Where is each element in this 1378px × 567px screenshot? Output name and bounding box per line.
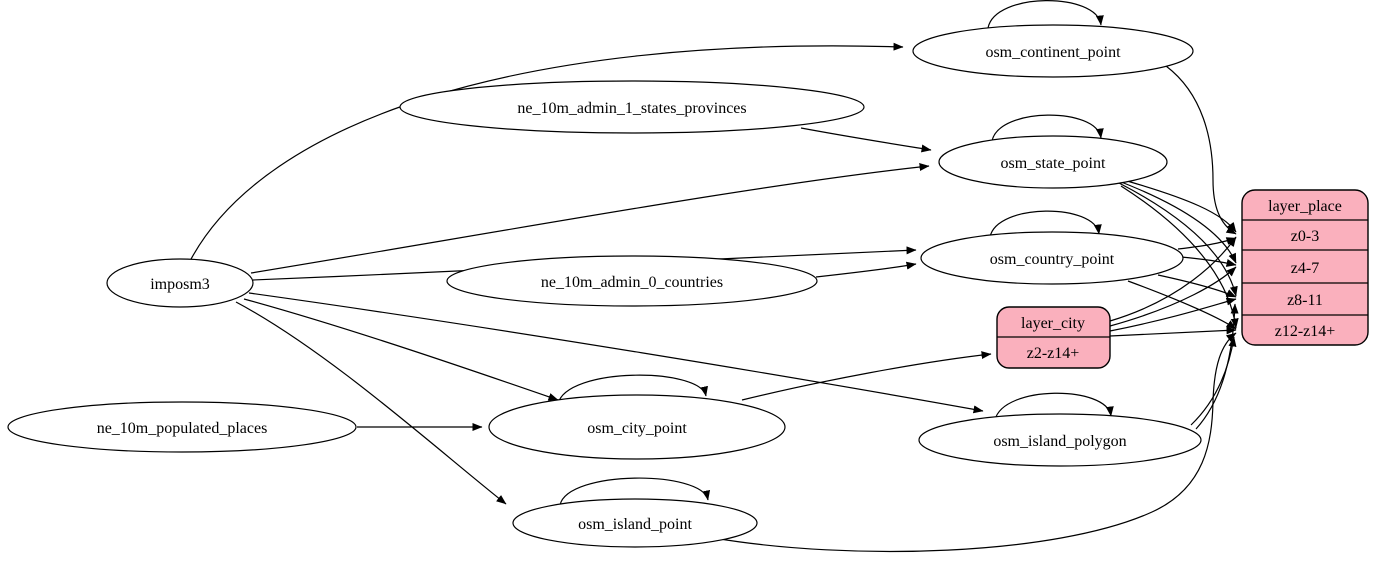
node-osm-island-polygon: osm_island_polygon	[918, 413, 1202, 467]
node-osm-continent-point: osm_continent_point	[912, 24, 1194, 78]
layer-city-row-z2-z14: z2-z14+	[1027, 345, 1080, 362]
edge-imposm3-island-point	[235, 301, 507, 505]
node-ne0-label: ne_10m_admin_0_countries	[541, 274, 723, 291]
edge-state-z8	[1118, 182, 1238, 297]
edge-country-z8	[1157, 274, 1237, 298]
edge-country-z4	[1180, 256, 1237, 267]
edge-imposm3-continent	[189, 42, 904, 262]
node-imposm3-label: imposm3	[150, 276, 210, 293]
node-osm-state-point: osm_state_point	[938, 135, 1168, 189]
layer-city-title: layer_city	[1021, 315, 1085, 332]
edge-imposm3-island-polygon	[248, 292, 984, 414]
layer-place-row-z4-7: z4-7	[1291, 260, 1319, 277]
edge-layercity-z8	[1109, 297, 1237, 332]
edge-imposm3-state	[250, 163, 930, 274]
node-ne-10m-admin-0-countries: ne_10m_admin_0_countries	[446, 255, 818, 307]
edge-state-z12	[1120, 185, 1239, 329]
node-osm-city-point: osm_city_point	[488, 394, 786, 460]
edge-ne0-country	[815, 261, 917, 278]
node-osm-country-point: osm_country_point	[920, 231, 1184, 285]
node-ne-10m-populated-places: ne_10m_populated_places	[7, 401, 357, 453]
edge-layercity-z12	[1109, 326, 1237, 337]
edge-country-z12	[1127, 280, 1237, 330]
node-island-point-label: osm_island_point	[578, 516, 692, 533]
node-ne1-label: ne_10m_admin_1_states_provinces	[517, 100, 746, 117]
node-state-label: osm_state_point	[1001, 155, 1106, 172]
node-country-label: osm_country_point	[990, 251, 1115, 268]
layer-place-row-z8-11: z8-11	[1287, 292, 1323, 309]
edge-continent-z0	[1165, 65, 1237, 235]
node-osm-island-point: osm_island_point	[512, 498, 758, 548]
node-nepop-label: ne_10m_populated_places	[97, 420, 268, 437]
edge-ne1-state	[800, 127, 932, 153]
selfloop-island-point	[559, 477, 711, 506]
node-island-polygon-label: osm_island_polygon	[993, 433, 1126, 450]
selfloop-country	[989, 210, 1102, 238]
node-continent-label: osm_continent_point	[985, 44, 1121, 61]
node-layer-place: layer_place z0-3 z4-7 z8-11 z12-z14+	[1241, 189, 1369, 346]
edge-imposm3-city	[243, 298, 559, 401]
selfloop-city	[557, 374, 708, 405]
node-ne-10m-admin-1-states-provinces: ne_10m_admin_1_states_provinces	[399, 80, 865, 134]
edge-layer	[189, 0, 1239, 553]
selfloop-island-polygon	[994, 392, 1114, 421]
layer-place-row-z12-z14: z12-z14+	[1275, 323, 1336, 340]
layer-place-row-z0-3: z0-3	[1291, 228, 1319, 245]
edge-city-layercity	[741, 351, 992, 401]
selfloop-state	[991, 114, 1104, 142]
node-imposm3: imposm3	[106, 258, 254, 308]
selfloop-continent	[987, 0, 1104, 29]
edge-islandpolygon-z8	[1195, 303, 1239, 430]
layer-place-title: layer_place	[1268, 198, 1342, 215]
edge-layercity-z4	[1109, 266, 1237, 327]
edge-state-z4	[1115, 179, 1237, 264]
edge-islandpoint-z12	[713, 332, 1237, 553]
edge-state-z0	[1112, 176, 1237, 233]
edge-layercity-z0	[1109, 236, 1237, 322]
node-city-label: osm_city_point	[587, 420, 687, 437]
node-layer-city: layer_city z2-z14+	[996, 306, 1111, 369]
edge-country-z0	[1177, 237, 1237, 250]
edge-islandpolygon-z12	[1190, 336, 1237, 426]
